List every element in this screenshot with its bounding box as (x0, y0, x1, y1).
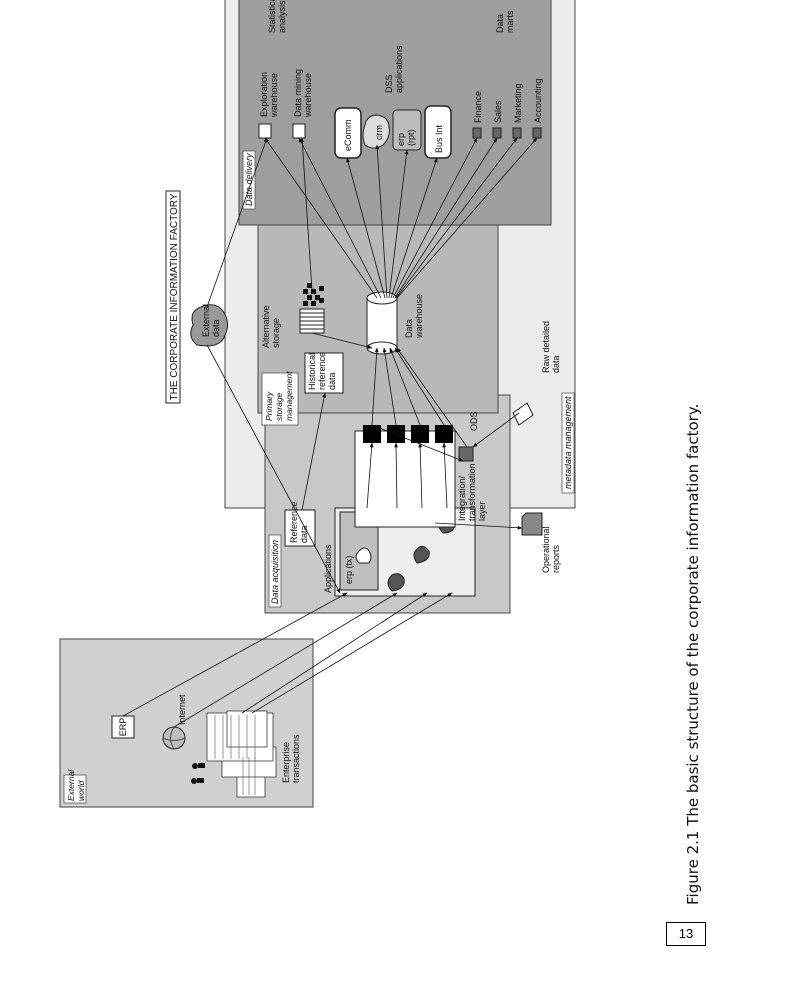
raw-data-funnel-icon (512, 402, 534, 426)
transform-block (387, 425, 405, 443)
integration-layer-box (354, 430, 456, 528)
ods-icon (458, 446, 474, 462)
data-warehouse-label: Datawarehouse (404, 294, 424, 339)
erp-tx-blob-icon (355, 547, 372, 564)
dss-label: DSSapplications (384, 45, 404, 93)
accounting-label: Accounting (533, 78, 543, 123)
diagram-title: THE CORPORATE INFORMATION FACTORY (169, 193, 180, 400)
applications-label: Applications (323, 544, 333, 593)
operational-reports-label: Operationalreports (541, 526, 561, 573)
external-data-icon (190, 304, 229, 347)
bus-int-label: Bus Int (434, 124, 444, 153)
internet-label: Internet (177, 694, 187, 725)
raw-detailed-label: Raw detaileddata (541, 321, 561, 373)
exploration-icon (258, 123, 272, 139)
figure-caption: Figure 2.1 The basic structure of the co… (684, 404, 702, 905)
enterprise-buildings-icon (206, 710, 277, 798)
metadata-label: metadata management (563, 396, 573, 489)
ods-label: ODS (469, 411, 479, 431)
finance-label: Finance (473, 91, 483, 123)
data-marts-label: Datamarts (495, 10, 515, 33)
alternative-storage-label: Alternativestorage (261, 305, 281, 348)
integration-layer-label: Integration/transformationlayer (457, 463, 487, 521)
tape-storage-icon (299, 308, 325, 334)
external-data-label: Externaldata (201, 304, 221, 337)
ecomm-label: eComm (343, 119, 353, 151)
page-number: 13 (666, 922, 706, 946)
primary-storage-label: Primarystoragemanagement (264, 371, 294, 421)
crm-label: crm (374, 125, 384, 140)
people-icon (191, 763, 205, 784)
reference-data-label: Referencedata (289, 501, 309, 543)
marketing-label: Marketing (513, 83, 523, 123)
historical-reference-label: Historicalreferencedata (307, 352, 337, 390)
app-blob-icon (387, 573, 405, 592)
transform-block (363, 425, 381, 443)
data-acquisition-label: Data acquisition (270, 540, 280, 604)
dss-apps: eComm crm erp(rpt) Bus Int (334, 105, 452, 159)
exploration-label: Explorationwarehouse (259, 72, 279, 118)
data-delivery-label: Data delivery (244, 153, 254, 206)
erp-rpt-label: erp(rpt) (396, 130, 416, 147)
disk-farm-icon (303, 283, 324, 306)
statistical-label: Statisticalanalysis (267, 0, 287, 33)
flow-arrows (122, 137, 538, 728)
data-warehouse-icon (366, 291, 398, 355)
app-blob-icon (413, 545, 430, 564)
erp-label: ERP (118, 718, 128, 737)
title-box (165, 190, 181, 404)
transform-block (411, 425, 429, 443)
transform-block (435, 425, 453, 443)
data-mining-label: Data miningwarehouse (293, 69, 313, 118)
enterprise-label: Enterprisetransactions (281, 734, 301, 783)
erp-tx-label: erp (tx) (344, 555, 354, 584)
sales-label: Sales (493, 100, 503, 123)
external-world-label: Externalworld (66, 769, 86, 801)
data-mining-icon (292, 123, 306, 139)
operational-reports-icon (521, 512, 543, 536)
internet-globe-icon (162, 726, 186, 750)
